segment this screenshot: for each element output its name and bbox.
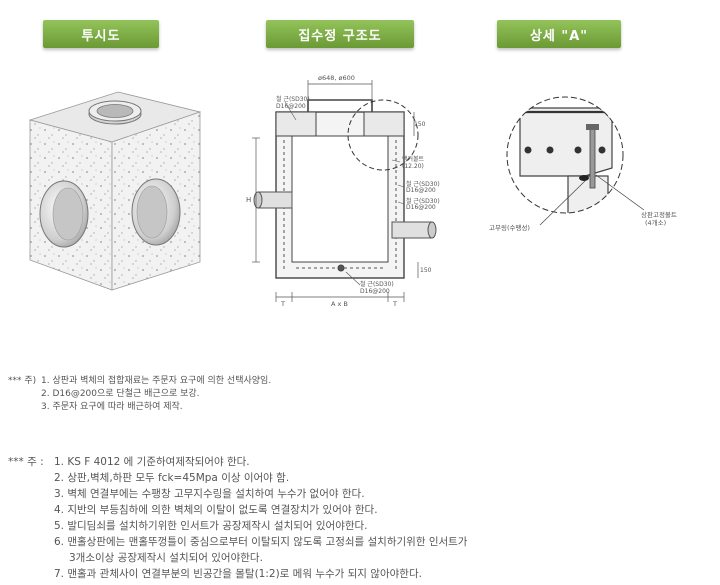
rebar-bottom-label: 철 근(SD30) xyxy=(360,281,394,288)
rebar-mid1-label: 철 근(SD30) xyxy=(406,181,440,188)
tab-perspective[interactable]: 투시도 xyxy=(43,20,159,48)
note-b-item: 1. KS F 4012 에 기준하여제작되어야 한다. xyxy=(54,456,250,468)
note-b-item: 2. 상판,벽체,하판 모두 fck=45Mpa 이상 이어야 함. xyxy=(54,472,290,484)
perspective-box xyxy=(28,91,202,291)
wall-right-label: T xyxy=(393,300,397,308)
note-b-item: 4. 지반의 부등침하에 의한 벽체의 이탈이 없도록 연결장치가 있어야 한다… xyxy=(54,504,378,516)
rebar-top-spec: D16@200 xyxy=(276,103,306,110)
rebar-bottom-spec: D16@200 xyxy=(360,288,390,295)
bolt-label: 상판고정볼트 xyxy=(641,211,677,219)
note-b-item: 5. 발디딤쇠를 설치하기위한 인서트가 공장제작시 설치되어 있어야한다. xyxy=(54,520,368,532)
note-b-item: 3개소이상 공장제작시 설치되어 있어야한다. xyxy=(69,552,263,564)
rebar-mid2-spec: D16@200 xyxy=(406,204,436,211)
note-b-item: 6. 맨홀상판에는 맨홀뚜껑틀이 중심으로부터 이탈되지 않도록 고정쇠를 설치… xyxy=(54,536,468,548)
rebar-mid1-spec: D16@200 xyxy=(406,187,436,194)
anchor-bolt-spec: (12.20) xyxy=(402,163,424,170)
note-a-item: 1. 상판과 벽체의 접합재료는 주문자 요구에 의한 선택사양임. xyxy=(41,376,272,386)
note-a-item: 2. D16@200으로 단철근 배근으로 보강. xyxy=(41,389,200,399)
rebar-top-label: 철 근(SD30) xyxy=(276,96,310,103)
detail-a-drawing xyxy=(506,96,645,226)
top-dimension-label: ø648, ø600 xyxy=(318,74,355,82)
structure-drawing xyxy=(252,80,437,302)
gasket-label: 고무링(수팽성) xyxy=(489,224,530,232)
top-thickness-label: 150 xyxy=(414,121,426,128)
bottom-height-label: 150 xyxy=(420,267,432,274)
note-a-item: 3. 주문자 요구에 따라 배근하여 제작. xyxy=(41,402,183,412)
width-label: A x B xyxy=(331,300,348,308)
tab-detail-a[interactable]: 상세 "A" xyxy=(497,20,621,48)
notes-a-prefix: *** 주) xyxy=(8,376,37,386)
bolt-count-label: (4개소) xyxy=(645,219,667,227)
anchor-bolt-label: 앵커볼트 xyxy=(402,156,425,163)
note-b-item: 7. 맨홀과 관체사이 연결부분의 빈공간을 몰탈(1:2)로 메워 누수가 되… xyxy=(54,568,422,580)
wall-left-label: T xyxy=(281,300,285,308)
rebar-mid2-label: 철 근(SD30) xyxy=(406,198,440,205)
notes-b-prefix: *** 주 : xyxy=(8,456,44,468)
height-label: H xyxy=(246,196,252,204)
note-b-item: 3. 벽체 연결부에는 수팽창 고무지수링을 설치하여 누수가 없어야 한다. xyxy=(54,488,365,500)
tab-structure[interactable]: 집수정 구조도 xyxy=(266,20,414,48)
